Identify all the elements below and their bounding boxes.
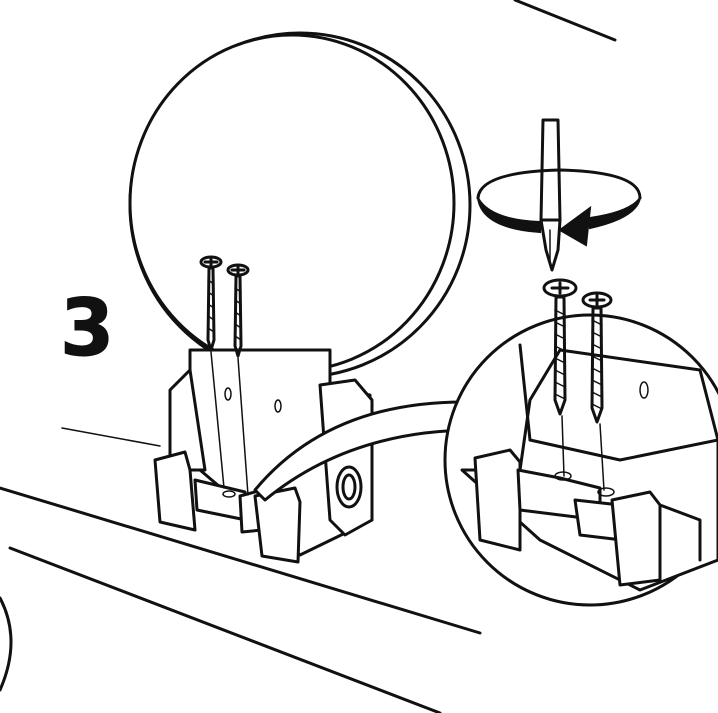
magnifier-circle-icon <box>443 313 718 607</box>
screw-icon <box>581 291 613 491</box>
screw-icon <box>226 263 250 496</box>
round-board <box>128 31 472 379</box>
left-edge-arc <box>0 596 13 692</box>
floor-front-line <box>8 546 442 713</box>
screw-icon <box>199 255 225 489</box>
rotation-arrow-icon <box>476 168 642 247</box>
step-number: 3 <box>59 284 115 374</box>
screwdriver-icon <box>539 118 562 272</box>
edge-line-top <box>513 0 617 42</box>
floor-edge-line <box>0 486 482 635</box>
screw-icon <box>542 278 578 477</box>
floor-back-line <box>61 427 161 447</box>
